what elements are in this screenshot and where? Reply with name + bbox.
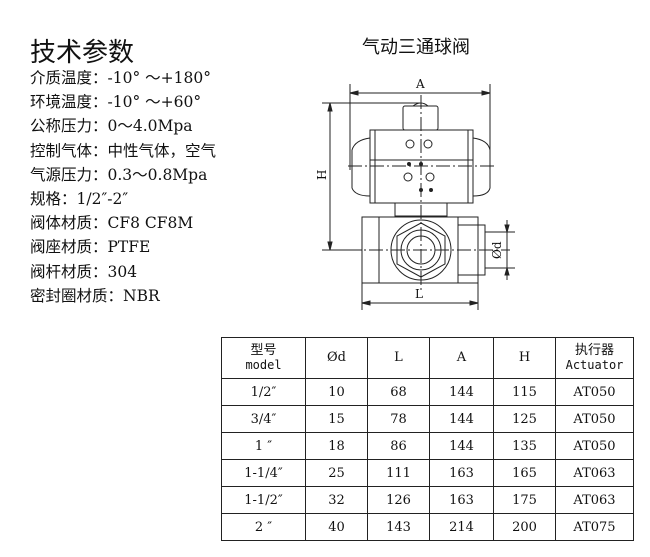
cell: 78 [367, 405, 430, 433]
drawing-title: 气动三通球阀 [362, 37, 470, 58]
spec-item: 控制气体：中性气体，空气 [30, 141, 217, 160]
spec-item: 密封圈材质：NBR [30, 286, 160, 305]
cell: 144 [429, 405, 494, 433]
spec-item: 阀杆材质：304 [30, 262, 138, 281]
dim-a-label: A [415, 77, 425, 91]
dimension-d: Ød [485, 220, 515, 280]
cell: 200 [493, 513, 556, 541]
cell: AT050 [555, 378, 634, 406]
cell: 125 [493, 405, 556, 433]
cell: 10 [305, 378, 368, 406]
header-cn: 执行器 [574, 343, 614, 358]
spec-item: 气源压力：0.3～0.8Mpa [30, 165, 208, 184]
header-l: L [367, 337, 430, 379]
spec-item: 规格：1/2″-2″ [30, 190, 129, 209]
cell: 25 [305, 459, 368, 487]
cell: AT063 [555, 459, 634, 487]
cell: 111 [367, 459, 430, 487]
dim-h-label: H [315, 170, 329, 180]
spec-item: 阀体材质：CF8 CF8M [30, 214, 194, 233]
cell: 86 [367, 432, 430, 460]
spec-item: 介质温度：-10° ～+180° [30, 69, 211, 87]
dim-d-label: Ød [490, 241, 504, 259]
dimension-l: L [361, 283, 479, 310]
header-en: model [245, 358, 282, 372]
dimension-a: A [349, 77, 491, 170]
cell: AT063 [555, 486, 634, 514]
spec-item: 公称压力：0～4.0Mpa [30, 117, 193, 136]
spec-item: 环境温度：-10° ～+60° [30, 93, 202, 112]
cell: 163 [429, 486, 494, 514]
cell: 143 [367, 513, 430, 541]
cell: 1 ″ [221, 432, 306, 460]
spec-title: 技术参数 [30, 38, 135, 68]
dim-l-label: L [415, 287, 423, 301]
spec-list: 介质温度：-10° ～+180° 环境温度：-10° ～+60° 公称压力：0～… [30, 66, 216, 308]
cell: 15 [305, 405, 368, 433]
cell: 32 [305, 486, 368, 514]
header-d: Ød [305, 337, 368, 379]
cell: AT050 [555, 405, 634, 433]
cell: 135 [493, 432, 556, 460]
cell: 68 [367, 378, 430, 406]
cell: 126 [367, 486, 430, 514]
cell: 1/2″ [221, 378, 306, 406]
header-h: H [493, 337, 556, 379]
cell: 40 [305, 513, 368, 541]
spec-item: 阀座材质：PTFE [30, 238, 151, 257]
cell: 2 ″ [221, 513, 306, 541]
header-a: A [429, 337, 494, 379]
cell: 163 [429, 459, 494, 487]
cell: 144 [429, 378, 494, 406]
cell: 3/4″ [221, 405, 306, 433]
cell: 1-1/4″ [221, 459, 306, 487]
cell: 18 [305, 432, 368, 460]
cell: 144 [429, 432, 494, 460]
cell: AT050 [555, 432, 634, 460]
cell: 214 [429, 513, 494, 541]
cell: 175 [493, 486, 556, 514]
header-en: Actuator [565, 358, 624, 372]
cell: 115 [493, 378, 556, 406]
cell: AT075 [555, 513, 634, 541]
cell: 1-1/2″ [221, 486, 306, 514]
cell: 165 [493, 459, 556, 487]
valve-body [325, 95, 510, 290]
header-cn: 型号 [250, 343, 277, 358]
